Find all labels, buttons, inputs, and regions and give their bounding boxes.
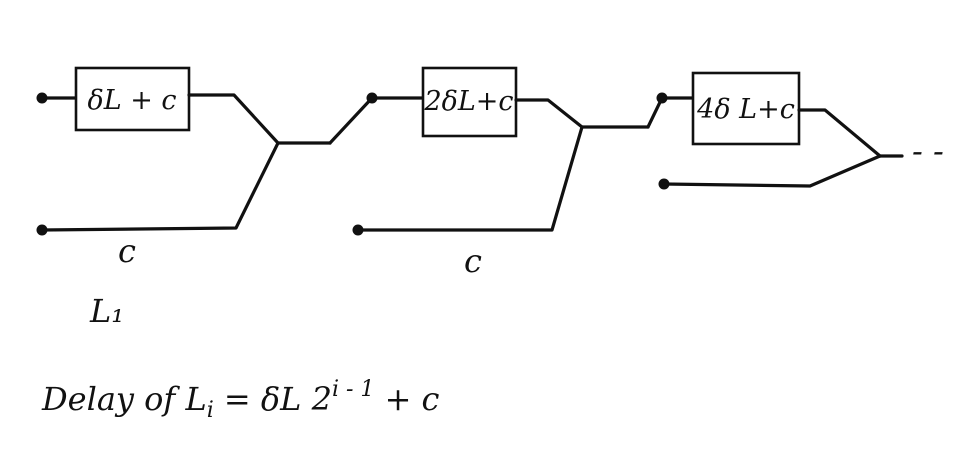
stage-3-box-output-wire xyxy=(797,108,882,158)
stage-1: δL + c c L₁ xyxy=(36,66,374,330)
continuation-dashes: - - xyxy=(912,132,944,170)
stage-2-box-label: 2δL+c xyxy=(423,86,513,117)
stage-2: 2δL+c c xyxy=(352,66,664,280)
stage-2-delay-box xyxy=(421,66,518,138)
stage-2-bypass-wire xyxy=(356,125,584,232)
formula-suffix: + c xyxy=(374,380,439,418)
stage-1-switch-arm xyxy=(328,96,374,145)
stage-3-bypass-wire xyxy=(662,154,882,188)
formula-subscript: i xyxy=(207,398,214,423)
stage-3-delay-box xyxy=(691,71,801,146)
stage-1-box-label: δL + c xyxy=(87,85,176,116)
stage-1-label: L₁ xyxy=(89,292,124,330)
stage-1-bypass-wire xyxy=(40,141,280,232)
delay-formula: Delay of Li = δL 2i - 1 + c xyxy=(41,377,440,423)
formula-exponent: i - 1 xyxy=(332,377,374,402)
stage-1-delay-box xyxy=(74,66,191,132)
formula-middle: = δL 2 xyxy=(214,380,332,418)
stage-2-box-output-wire xyxy=(514,98,584,129)
formula-prefix: Delay of L xyxy=(41,380,207,418)
stage-1-box-output-wire xyxy=(187,93,280,145)
stage-3-box-label: 4δ L+c xyxy=(696,94,795,125)
stage-1-wire-label: c xyxy=(118,232,136,270)
stage-2-wire-label: c xyxy=(464,242,482,280)
stage-3: 4δ L+c - - xyxy=(656,71,944,190)
